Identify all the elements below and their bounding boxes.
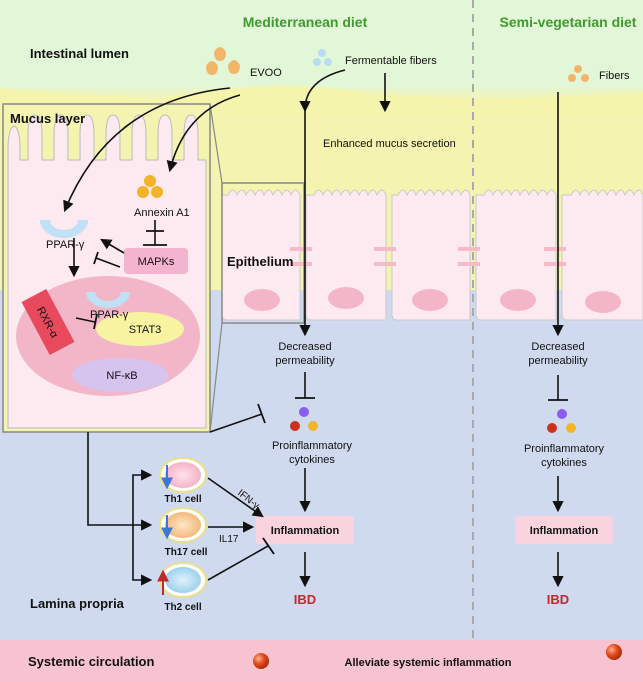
inflammation-box-semi: [515, 516, 613, 544]
annexin-dots: [137, 175, 163, 198]
il17-label: IL17: [219, 534, 239, 545]
evoo-drops-icon: [206, 47, 240, 75]
epithelium-cells: [221, 189, 643, 321]
arrows: [63, 69, 564, 588]
annexin-label: Annexin A1: [134, 207, 190, 219]
mapks-box: [124, 248, 188, 274]
semi-permeability-label-line1: Decreased: [531, 341, 584, 353]
intestinal-lumen-label: Intestinal lumen: [30, 46, 129, 61]
lumen-band: [0, 0, 643, 88]
semi-permeability-label-line2: permeability: [528, 355, 588, 367]
th1-label: Th1 cell: [164, 494, 201, 505]
mapks-label: MAPKs: [138, 256, 175, 268]
th17-label: Th17 cell: [165, 547, 208, 558]
stat3-label: STAT3: [129, 324, 162, 336]
epithelium-label: Epithelium: [227, 254, 293, 269]
inflammation-label: Inflammation: [271, 525, 340, 537]
semi-cytokines-label-line2: cytokines: [541, 457, 587, 469]
cytokine-dots: [290, 407, 318, 431]
nfkb-label: NF-κB: [106, 370, 137, 382]
nfkb-oval: [72, 358, 168, 392]
cytokine-dots-semi: [547, 409, 576, 433]
rxr-alpha-shape: [21, 288, 75, 356]
fiber-dots: [568, 65, 589, 82]
ppar-receptor-icon: [40, 220, 88, 238]
epithelium-nuclei: [244, 287, 621, 313]
circulation-ball-left: [253, 653, 269, 669]
ibd-label: IBD: [294, 592, 316, 607]
semi-ibd-label: IBD: [547, 592, 569, 607]
evoo-label: EVOO: [250, 67, 282, 79]
inhibitor-bars: [93, 230, 568, 555]
tight-junctions: [290, 247, 566, 266]
permeability-label-line1: Decreased: [278, 341, 331, 353]
permeability-label-line2: permeability: [275, 355, 335, 367]
mucus-secretion-label: Enhanced mucus secretion: [323, 138, 456, 150]
zoom-connector-top: [209, 103, 223, 184]
ppar-label-nucleus: PPAR-γ: [90, 309, 129, 321]
circulation-ball-right: [606, 644, 622, 660]
ppar-nuclear-receptor-icon: [86, 292, 130, 308]
th2-label: Th2 cell: [164, 602, 201, 613]
mediterranean-diet-header: Mediterranean diet: [243, 14, 368, 30]
zoom-connector-bottom: [209, 322, 223, 433]
mucus-layer-label: Mucus layer: [10, 111, 85, 126]
systemic-effect-label: Alleviate systemic inflammation: [345, 657, 512, 669]
lamina-propria-label: Lamina propria: [30, 596, 125, 611]
fermentable-fibers-label: Fermentable fibers: [345, 55, 437, 67]
cytokines-label-line1: Proinflammatory: [272, 440, 353, 452]
ppar-label-top: PPAR-γ: [46, 239, 85, 251]
semi-vegetarian-diet-header: Semi-vegetarian diet: [500, 14, 637, 30]
cytokines-label-line2: cytokines: [289, 454, 335, 466]
systemic-circulation-label: Systemic circulation: [28, 654, 154, 669]
inflammation-box: [256, 516, 354, 544]
semi-inflammation-label: Inflammation: [530, 525, 599, 537]
stat3-oval: [96, 312, 184, 346]
epithelium-zoom-box: [221, 182, 305, 324]
semi-cytokines-label-line1: Proinflammatory: [524, 443, 605, 455]
fermentable-fiber-dots: [313, 49, 332, 66]
circulation-band: [0, 640, 643, 682]
fibers-label: Fibers: [599, 70, 630, 82]
th2-cell-icon: [159, 562, 207, 598]
